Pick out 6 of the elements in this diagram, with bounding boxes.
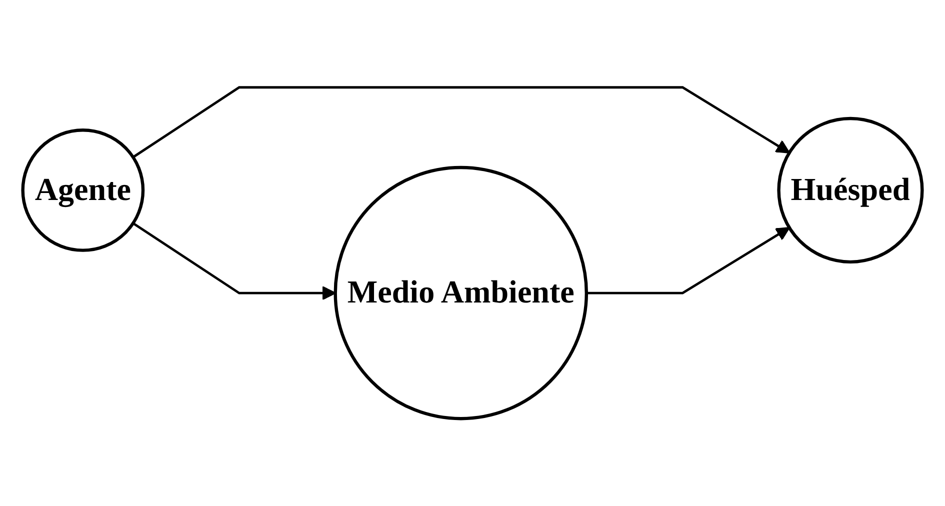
arrow xyxy=(132,86,790,158)
node-circle: Huésped xyxy=(777,116,924,264)
arrow xyxy=(132,222,336,300)
arrow xyxy=(586,227,790,294)
node-circle: Medio Ambiente xyxy=(334,166,588,420)
node-circle: Agente xyxy=(21,128,145,252)
